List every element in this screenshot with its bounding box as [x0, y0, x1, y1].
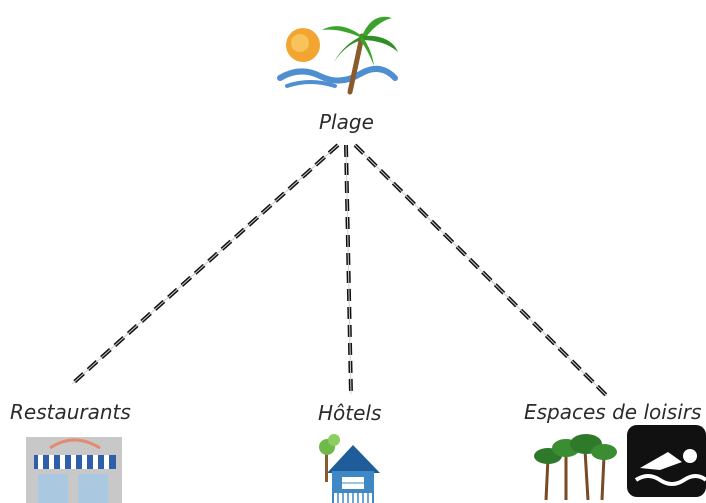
trees-icon [534, 434, 617, 501]
storefront-awning-icon [26, 437, 122, 503]
child-label-restaurants: Restaurants [10, 400, 131, 424]
child-label-hotels: Hôtels [318, 401, 382, 425]
beach-palm-sun-icon [277, 16, 398, 95]
child-label-espaces-de-loisirs: Espaces de loisirs [524, 400, 702, 424]
house-with-tree-icon [319, 434, 380, 503]
connectors [70, 143, 609, 398]
swimming-icon [627, 425, 706, 497]
root-label-plage: Plage [319, 110, 374, 134]
